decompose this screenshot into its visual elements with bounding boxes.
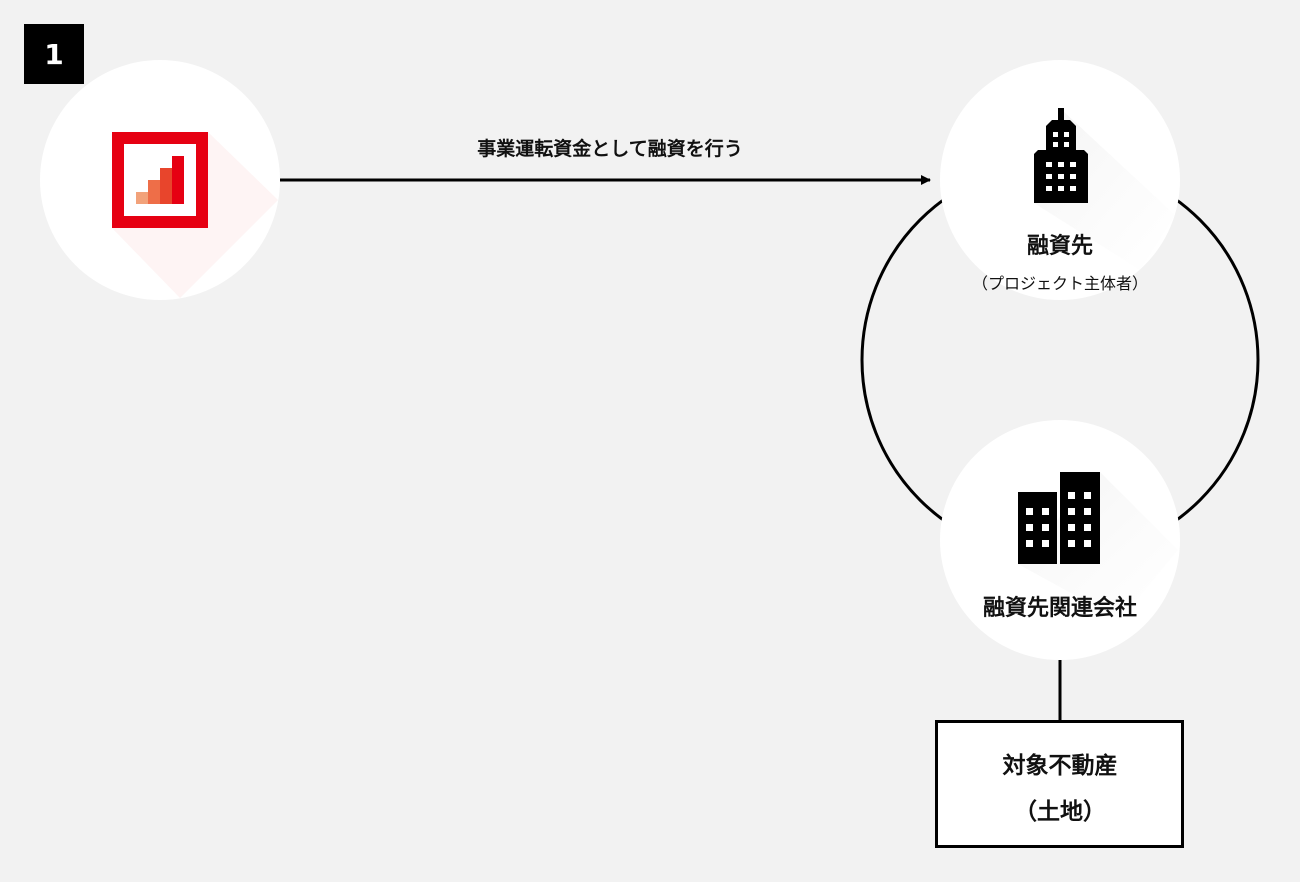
related-company-title: 融資先関連会社 xyxy=(982,596,1137,621)
borrower-title: 融資先 xyxy=(1026,234,1093,259)
step-badge: 1 xyxy=(24,24,84,84)
office-tower-icon xyxy=(1034,108,1088,203)
property-box xyxy=(935,720,1184,848)
property-line1: 対象不動産 xyxy=(1002,753,1118,779)
lender-logo-icon xyxy=(112,132,208,228)
office-buildings-icon xyxy=(1018,472,1100,564)
arrow-label: 事業運転資金として融資を行う xyxy=(477,138,743,160)
borrower-subtitle: （プロジェクト主体者） xyxy=(971,274,1148,293)
property-line2: （土地） xyxy=(1014,799,1106,825)
